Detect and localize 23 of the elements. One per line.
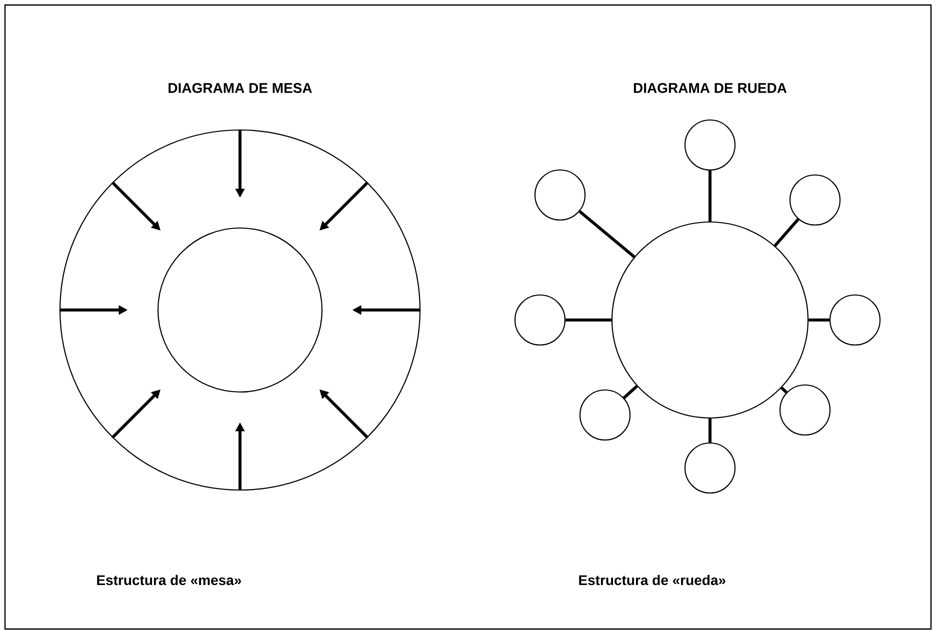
hub-circle: [611, 221, 809, 419]
section-label: DIAGRAMA DE MESA: [168, 83, 312, 93]
spoke-line: [708, 418, 712, 442]
spoke-line: [566, 318, 612, 322]
spoke-circle: [514, 294, 566, 346]
spoke-circle: [684, 119, 736, 171]
spoke-circle: [779, 384, 831, 436]
spoke-line: [808, 318, 830, 322]
spoke-line: [578, 210, 636, 258]
spoke-circle: [789, 174, 841, 226]
section-label: DIAGRAMA DE RUEDA: [634, 83, 787, 93]
caption: Estructura de «mesa»: [97, 574, 242, 586]
spoke-line: [622, 385, 638, 399]
caption: Estructura de «rueda»: [579, 574, 726, 586]
spoke-line: [708, 170, 712, 222]
spoke-circle: [684, 442, 736, 494]
spoke-circle: [829, 294, 881, 346]
outer-ring: [59, 129, 421, 491]
spoke-circle: [579, 389, 631, 441]
spoke-line: [780, 386, 788, 394]
inner-circle: [157, 227, 323, 393]
spoke-line: [774, 218, 800, 247]
spoke-circle: [534, 169, 586, 221]
